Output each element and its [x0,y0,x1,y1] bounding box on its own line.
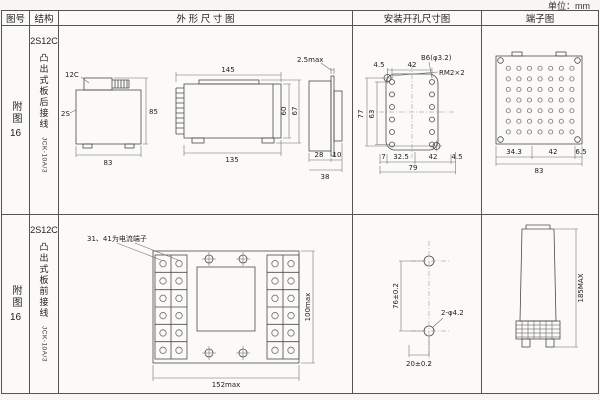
row2-mounting-drawing: 76±0.2 2-φ4.2 20±0.2 [392,241,464,368]
row1-mounting-drawing: 4.5 42 B6(φ3.2) RM2×2 77 63 7 32.5 42 4.… [357,54,465,174]
row2-mount-type: 凸出式板前接线 [38,242,49,319]
row2-fig-label: 附图 [10,285,21,309]
row2-model: 2S12C [30,225,58,235]
dim-152max: 152max [212,381,241,389]
front-wiring-view [152,250,300,364]
row1-fig-num: 16 [9,128,22,139]
front-mounting-holes [411,241,449,365]
dim-145: 145 [221,66,234,74]
terminal-grid-view [495,51,583,145]
row2-outline-cell: 31、41为电流端子 152max 100max [59,215,353,393]
row2-mounting-cell: 76±0.2 2-φ4.2 20±0.2 [353,215,482,393]
dim-term-6-5: 6.5 [575,148,586,156]
label-2-phi-4-2: 2-φ4.2 [441,309,464,317]
dim-bot-42: 42 [429,153,438,161]
row1-outline-cell: 12C 2S 83 85 145 135 [59,26,353,215]
dim-76: 76±0.2 [392,283,400,309]
header-structure: 结构 [30,11,59,26]
front-wiring-note: 31、41为电流端子 [87,234,179,261]
row2-fig-num: 16 [9,312,22,323]
dim-top-4-5: 4.5 [373,61,384,69]
dim-rear-depth: 28 [315,151,324,159]
dim-front-depth: 10 [333,151,342,159]
row1-mounting-cell: 4.5 42 B6(φ3.2) RM2×2 77 63 7 32.5 42 4.… [353,26,482,215]
row2-outline-drawing: 31、41为电流端子 152max 100max [87,234,315,389]
row1-outline-drawing: 12C 2S 83 85 145 135 [61,56,343,181]
relay-side-view: 145 135 60 67 [175,66,301,164]
dim-term-34-3: 34.3 [506,148,522,156]
dim-bot-7: 7 [381,153,385,161]
dim-depth-total: 38 [321,173,330,181]
dim-60: 60 [280,107,288,116]
row1-mount-type: 凸出式板后接线 [38,53,49,130]
relay-rear-view: 12C 2S 83 85 [61,71,158,167]
row1-fig-label: 附图 [10,101,21,125]
dim-20: 20±0.2 [406,360,432,368]
header-terminal: 端子图 [482,11,598,26]
row1-terminal-drawing: 34.3 42 6.5 83 [495,51,587,175]
dim-flange: 2.5max [297,56,323,64]
label-b6-holes: B6(φ3.2) [421,54,452,62]
row2-terminal-cell: 185MAX [482,215,598,393]
row1-terminal-cell: 34.3 42 6.5 83 [482,26,598,215]
relay-profile-view [515,224,561,348]
terminal-dimensions: 34.3 42 6.5 83 [495,146,587,175]
dim-bot-4-5: 4.5 [451,153,462,161]
header-mounting: 安装开孔尺寸图 [353,11,482,26]
label-12c: 12C [65,71,79,79]
dim-left-63: 63 [368,110,376,119]
dim-left-77: 77 [357,110,365,119]
dim-term-42: 42 [549,148,558,156]
dim-100max: 100max [304,293,312,322]
header-fig-no: 图号 [2,11,30,26]
dim-top-42: 42 [408,61,417,69]
dim-bot-32-5: 32.5 [393,153,409,161]
dim-83: 83 [104,159,113,167]
drawing-table: 图号 结构 外 形 尺 寸 图 安装开孔尺寸图 端子图 附图 16 2S12C … [1,10,599,394]
row2-structure-cell: 2S12C 凸出式板前接线 JCK-10A/3 [30,215,59,393]
row1-model: 2S12C [30,36,58,46]
front-wiring-dims: 152max 100max [152,250,315,389]
note-current-terminals: 31、41为电流端子 [87,234,147,243]
dim-67: 67 [291,107,299,116]
row2-terminal-drawing: 185MAX [515,224,585,348]
row1-fig-cell: 附图 16 [2,26,30,215]
front-mounting-dims: 76±0.2 2-φ4.2 20±0.2 [392,260,464,368]
mounting-dimensions: 4.5 42 B6(φ3.2) RM2×2 77 63 7 32.5 42 4.… [357,54,465,174]
unit-label: 单位：mm [548,1,590,11]
mounting-hole-pattern [369,64,455,158]
row2-relay-code: JCK-10A/3 [40,326,48,362]
dim-term-83: 83 [535,167,544,175]
dim-135: 135 [225,156,238,164]
panel-section-view: 2.5max 28 10 38 [297,56,343,181]
header-outline: 外 形 尺 寸 图 [59,11,353,26]
row2-fig-cell: 附图 16 [2,215,30,393]
dim-bot-79: 79 [409,164,418,172]
label-rm2-screws: RM2×2 [439,69,465,77]
dim-85: 85 [149,108,158,116]
profile-dims: 185MAX [554,228,585,348]
row1-relay-code: JCK-10A/3 [40,137,48,173]
dim-185max: 185MAX [577,273,585,302]
row1-structure-cell: 2S12C 凸出式板后接线 JCK-10A/3 [30,26,59,215]
label-2s: 2S [61,110,70,118]
